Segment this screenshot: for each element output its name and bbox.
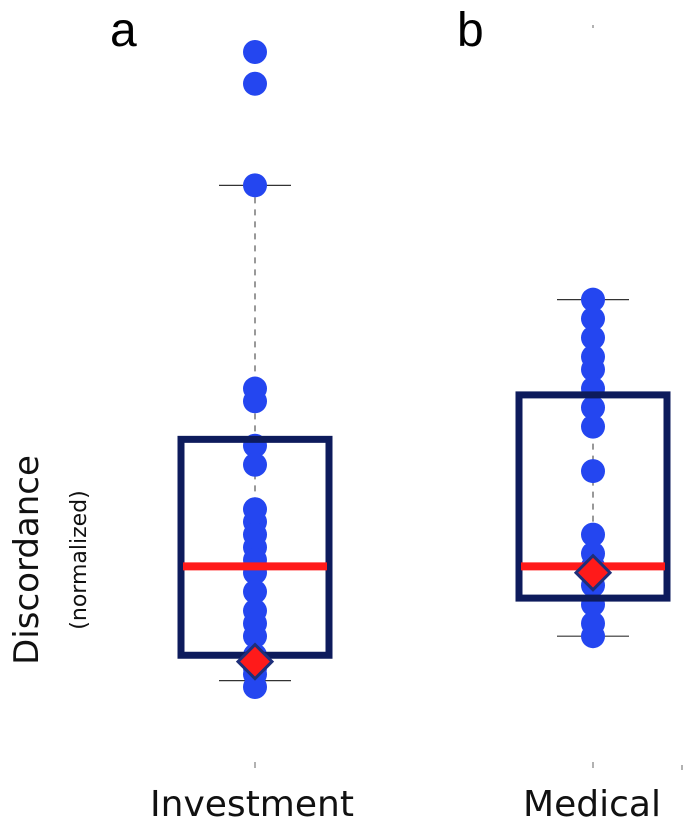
- y-axis-sublabel: (normalized): [67, 490, 92, 629]
- y-axis-label: Discordance: [7, 455, 47, 665]
- box-medical: [515, 391, 671, 602]
- data-point-medical-9: [581, 522, 605, 547]
- panel-label-a: a: [110, 4, 137, 57]
- data-point-medical-1: [581, 306, 605, 331]
- data-point-medical-7: [581, 414, 605, 439]
- data-point-medical-0: [581, 287, 605, 312]
- plot-area: [177, 25, 683, 770]
- data-point-investment-2: [243, 173, 267, 198]
- data-point-investment-20: [243, 675, 267, 699]
- mean-marker-investment: [235, 642, 275, 681]
- data-point-medical-4: [581, 357, 605, 382]
- panel-label-b: b: [457, 4, 484, 57]
- data-point-investment-13: [243, 579, 267, 604]
- mean-marker-medical: [573, 553, 613, 592]
- data-point-investment-1: [243, 71, 267, 96]
- data-point-investment-4: [243, 389, 267, 414]
- data-point-investment-6: [243, 452, 267, 477]
- x-tick-label-medical: Medical: [523, 784, 661, 821]
- data-point-investment-0: [243, 40, 267, 64]
- data-point-medical-2: [581, 325, 605, 350]
- data-point-medical-15: [581, 624, 605, 649]
- data-point-medical-6: [581, 395, 605, 420]
- x-tick-label-investment: Investment: [150, 784, 354, 821]
- data-point-investment-16: [243, 624, 267, 649]
- data-point-medical-8: [581, 459, 605, 484]
